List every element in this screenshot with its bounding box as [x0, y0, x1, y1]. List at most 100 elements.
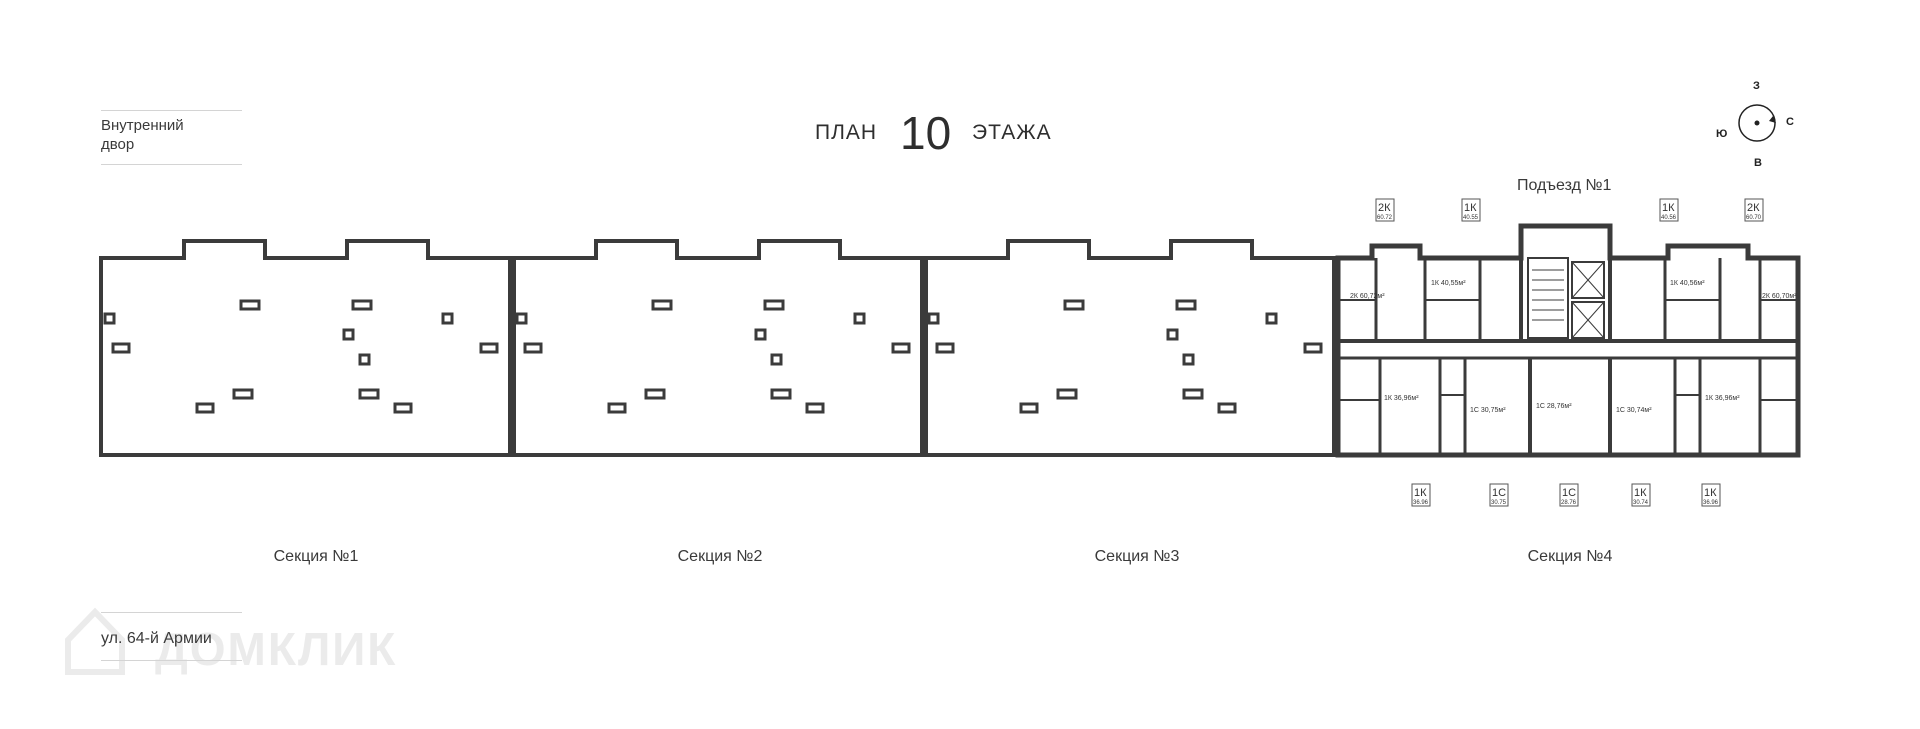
apartment-tag-type: 1С: [1492, 487, 1506, 499]
courtyard-label-line1: Внутренний: [101, 117, 184, 134]
apartment-tag-type: 2К: [1378, 202, 1391, 214]
courtyard-label: Внутренний двор: [101, 116, 184, 154]
apartment-tag-area: 28.76: [1561, 500, 1577, 506]
unit-label: 1С 30,75м²: [1470, 407, 1506, 414]
plan-title-prefix: ПЛАН: [815, 121, 878, 144]
compass-north: З: [1753, 80, 1760, 92]
unit-label: 1С 28,76м²: [1536, 403, 1572, 410]
unit-label: 2К 60,72м²: [1350, 293, 1385, 300]
apartment-tag-area: 36.96: [1703, 500, 1719, 506]
column-marker: [935, 342, 955, 354]
column-marker: [805, 402, 825, 414]
street-bottom-rule: [101, 660, 242, 661]
watermark: ДОМКЛИК: [60, 600, 440, 680]
column-marker: [441, 312, 454, 325]
apartment-tag-type: 1К: [1414, 487, 1427, 499]
apartment-tag-type: 1С: [1562, 487, 1576, 499]
column-marker: [232, 388, 254, 400]
apartment-tag: 1К 40.56: [1659, 198, 1679, 222]
column-marker: [523, 342, 543, 354]
apartment-tag-area: 40.56: [1661, 215, 1677, 221]
column-marker: [1182, 388, 1204, 400]
compass-west: Ю: [1716, 128, 1728, 140]
plan-title-suffix: ЭТАЖА: [972, 121, 1052, 144]
street-top-rule: [101, 612, 242, 613]
entrance-label: Подъезд №1: [1517, 177, 1612, 194]
apartment-tag-area: 36.96: [1413, 500, 1429, 506]
plan-floor-number: 10: [900, 107, 952, 159]
unit-label: 1К 40,56м²: [1670, 280, 1705, 287]
section-2-outline: [512, 239, 924, 457]
apartment-tag: 1К 36.96: [1411, 483, 1431, 507]
column-marker: [770, 353, 783, 366]
apartment-tag: 1К 36.96: [1701, 483, 1721, 507]
unit-label: 1С 30,74м²: [1616, 407, 1652, 414]
apartment-tag-type: 1К: [1662, 202, 1675, 214]
column-marker: [644, 388, 666, 400]
column-marker: [1063, 299, 1085, 311]
column-marker: [358, 353, 371, 366]
column-marker: [351, 299, 373, 311]
column-marker: [393, 402, 413, 414]
column-marker: [1166, 328, 1179, 341]
column-marker: [479, 342, 499, 354]
bottom-apartment-tags: 1К 36.96 1С 30.75 1С 28.76 1К 30.74 1К 3…: [1411, 483, 1721, 507]
unit-label: 2К 60,70м²: [1762, 293, 1797, 300]
compass-icon: [1738, 104, 1776, 142]
watermark-text: ДОМКЛИК: [155, 623, 398, 675]
column-marker: [770, 388, 792, 400]
apartment-tag: 1К 30.74: [1631, 483, 1651, 507]
column-marker: [1217, 402, 1237, 414]
compass: З С В Ю: [1712, 80, 1802, 170]
courtyard-bottom-rule: [101, 164, 242, 165]
column-marker: [651, 299, 673, 311]
column-marker: [853, 312, 866, 325]
column-marker: [607, 402, 627, 414]
top-apartment-tags: 2К 60.72 1К 40.55 1К 40.56 2К 60.70: [1375, 198, 1764, 222]
apartment-tag: 1С 30.75: [1489, 483, 1509, 507]
column-marker: [1182, 353, 1195, 366]
apartment-tag-area: 60.72: [1377, 215, 1393, 221]
column-marker: [1175, 299, 1197, 311]
column-marker: [111, 342, 131, 354]
street-label: ул. 64-й Армии: [101, 630, 212, 647]
section-4-plan: [1335, 223, 1801, 458]
column-marker: [1019, 402, 1039, 414]
apartment-tag: 1К 40.55: [1461, 198, 1481, 222]
apartment-tag-type: 1К: [1464, 202, 1477, 214]
apartment-tag-area: 30.74: [1633, 500, 1649, 506]
column-marker: [891, 342, 911, 354]
courtyard-top-rule: [101, 110, 242, 111]
column-marker: [358, 388, 380, 400]
section-4-unit-labels: 2К 60,72м² 1К 40,55м² 1К 40,56м² 2К 60,7…: [1350, 280, 1797, 414]
apartment-tag-type: 2К: [1747, 202, 1760, 214]
column-marker: [1265, 312, 1278, 325]
apartment-tag: 2К 60.72: [1375, 198, 1395, 222]
apartment-tag-type: 1К: [1704, 487, 1717, 499]
column-marker: [103, 312, 116, 325]
section-label-1: Секция №1: [273, 548, 359, 565]
apartment-tag: 2К 60.70: [1744, 198, 1764, 222]
section-1-outline: [99, 239, 512, 457]
column-marker: [763, 299, 785, 311]
apartment-tag-area: 60.70: [1746, 215, 1762, 221]
apartment-tag: 1С 28.76: [1559, 483, 1579, 507]
section-label-2: Секция №2: [677, 548, 763, 565]
column-marker: [1056, 388, 1078, 400]
apartment-tag-area: 30.75: [1491, 500, 1507, 506]
column-marker: [1303, 342, 1323, 354]
compass-east: С: [1786, 116, 1794, 128]
unit-label: 1К 36,96м²: [1705, 395, 1740, 402]
column-marker: [239, 299, 261, 311]
section-label-3: Секция №3: [1094, 548, 1180, 565]
apartment-tag-type: 1К: [1634, 487, 1647, 499]
column-marker: [754, 328, 767, 341]
unit-label: 1К 40,55м²: [1431, 280, 1466, 287]
column-marker: [515, 312, 528, 325]
unit-label: 1К 36,96м²: [1384, 395, 1419, 402]
column-marker: [195, 402, 215, 414]
courtyard-label-line2: двор: [101, 136, 135, 153]
section-label-4: Секция №4: [1527, 548, 1613, 565]
apartment-tag-area: 40.55: [1463, 215, 1479, 221]
